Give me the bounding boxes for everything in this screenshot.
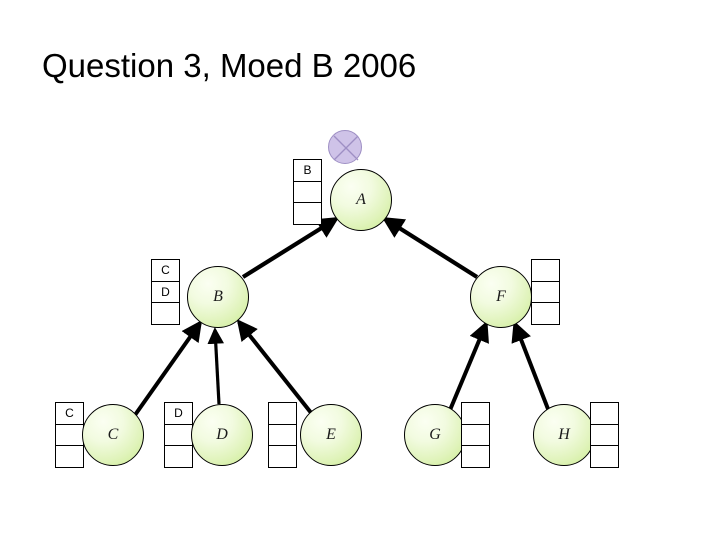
edge-e-to-b [236, 319, 314, 416]
node-c-cell-1[interactable] [55, 423, 84, 447]
node-b-cell-box: C D [151, 259, 180, 326]
node-a-label: A [356, 191, 366, 208]
node-a-cell-1[interactable] [293, 180, 322, 204]
node-f-cell-box [531, 259, 560, 326]
node-d-cell-box: D [164, 402, 193, 469]
node-a-cell-2[interactable] [293, 202, 322, 226]
graph-node-h[interactable]: H [533, 404, 595, 466]
node-b-cell-0[interactable]: C [151, 259, 180, 282]
graph-node-e[interactable]: E [300, 404, 362, 466]
graph-node-f[interactable]: F [470, 266, 532, 328]
graph-node-a[interactable]: A [330, 169, 392, 231]
node-h-cell-2[interactable] [590, 445, 619, 469]
node-d-cell-2[interactable] [164, 445, 193, 469]
edge-g-to-f [448, 320, 489, 411]
edge-d-to-b [207, 327, 225, 405]
node-g-cell-box [461, 402, 490, 469]
crossed-circle-marker-icon [328, 130, 362, 164]
node-d-label: D [216, 426, 228, 443]
node-e-cell-2[interactable] [268, 445, 297, 469]
page-title: Question 3, Moed B 2006 [42, 47, 417, 84]
node-e-cell-0[interactable] [268, 402, 297, 425]
edge-c-to-b [133, 320, 203, 417]
node-g-label: G [429, 426, 441, 443]
node-b-cell-2[interactable] [151, 302, 180, 326]
node-g-cell-0[interactable] [461, 402, 490, 425]
node-f-cell-2[interactable] [531, 302, 560, 326]
node-c-cell-box: C [55, 402, 84, 469]
node-f-label: F [496, 288, 506, 305]
graph-node-b[interactable]: B [187, 266, 249, 328]
node-a-cell-0[interactable]: B [293, 159, 322, 182]
node-a-cell-box: B [293, 159, 322, 226]
node-e-cell-1[interactable] [268, 423, 297, 447]
graph-node-d[interactable]: D [191, 404, 253, 466]
edge-h-to-f [511, 320, 550, 410]
node-h-cell-0[interactable] [590, 402, 619, 425]
node-f-cell-1[interactable] [531, 280, 560, 304]
node-d-cell-1[interactable] [164, 423, 193, 447]
node-g-cell-2[interactable] [461, 445, 490, 469]
node-e-cell-box [268, 402, 297, 469]
edge-b-to-a [241, 216, 340, 279]
node-c-cell-2[interactable] [55, 445, 84, 469]
node-c-label: C [107, 426, 119, 443]
node-h-cell-1[interactable] [590, 423, 619, 447]
node-b-cell-1[interactable]: D [151, 280, 180, 304]
node-h-cell-box [590, 402, 619, 469]
node-d-cell-0[interactable]: D [164, 402, 193, 425]
edge-f-to-a [381, 216, 479, 279]
node-h-label: H [558, 426, 570, 443]
graph-node-g[interactable]: G [404, 404, 466, 466]
node-c-cell-0[interactable]: C [55, 402, 84, 425]
graph-node-c[interactable]: C [82, 404, 144, 466]
node-b-label: B [213, 288, 223, 305]
node-e-label: E [326, 426, 336, 443]
node-g-cell-1[interactable] [461, 423, 490, 447]
node-f-cell-0[interactable] [531, 259, 560, 282]
